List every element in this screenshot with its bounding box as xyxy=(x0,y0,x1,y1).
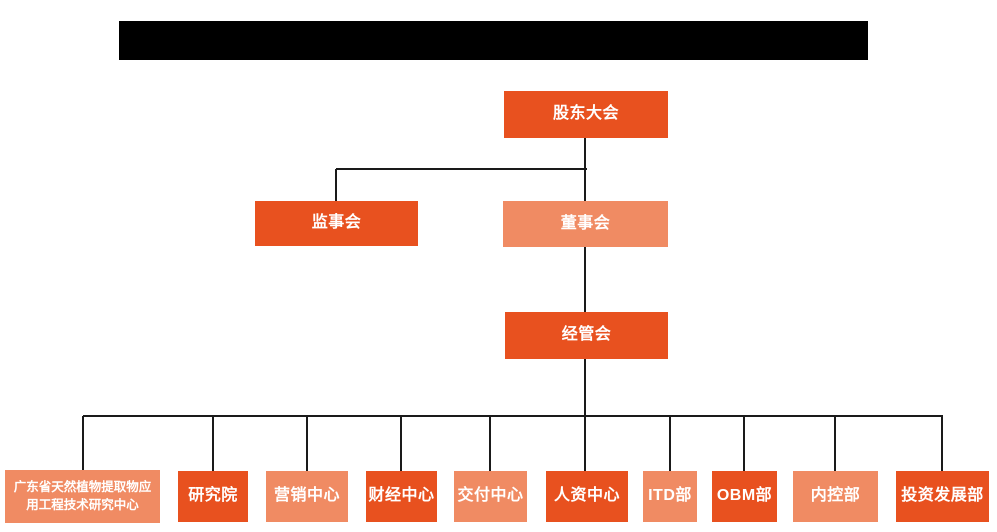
connector-line xyxy=(584,170,586,201)
org-node-finance-center: 财经中心 xyxy=(366,471,437,522)
connector-line xyxy=(584,416,586,471)
connector-line xyxy=(335,169,337,201)
org-node-marketing-center: 营销中心 xyxy=(266,471,348,522)
org-node-investment-development-department: 投资发展部 xyxy=(896,471,989,522)
org-node-research-institute: 研究院 xyxy=(178,471,248,522)
redacted-title-bar xyxy=(119,21,868,60)
connector-line xyxy=(584,138,586,170)
connector-line xyxy=(584,359,586,417)
connector-line xyxy=(400,416,402,471)
connector-line xyxy=(83,415,943,417)
connector-line xyxy=(212,416,214,471)
org-node-internal-control-department: 内控部 xyxy=(793,471,878,522)
connector-line xyxy=(306,416,308,471)
org-node-shareholders-meeting: 股东大会 xyxy=(504,91,668,138)
org-node-board-of-directors: 董事会 xyxy=(503,201,668,247)
org-node-supervisory-board: 监事会 xyxy=(255,201,418,246)
org-node-itd-department: ITD部 xyxy=(643,471,697,522)
org-node-guangdong-natural-plant-extract-research-center: 广东省天然植物提取物应用工程技术研究中心 xyxy=(5,470,160,523)
org-node-obm-department: OBM部 xyxy=(712,471,777,522)
org-node-delivery-center: 交付中心 xyxy=(454,471,527,522)
connector-line xyxy=(834,416,836,471)
connector-line xyxy=(584,247,586,312)
org-node-hr-center: 人资中心 xyxy=(546,471,628,522)
connector-line xyxy=(669,416,671,471)
connector-line xyxy=(82,416,84,470)
connector-line xyxy=(941,416,943,471)
connector-line xyxy=(489,416,491,471)
connector-line xyxy=(336,168,587,170)
org-node-management-committee: 经管会 xyxy=(505,312,668,359)
connector-line xyxy=(743,416,745,471)
